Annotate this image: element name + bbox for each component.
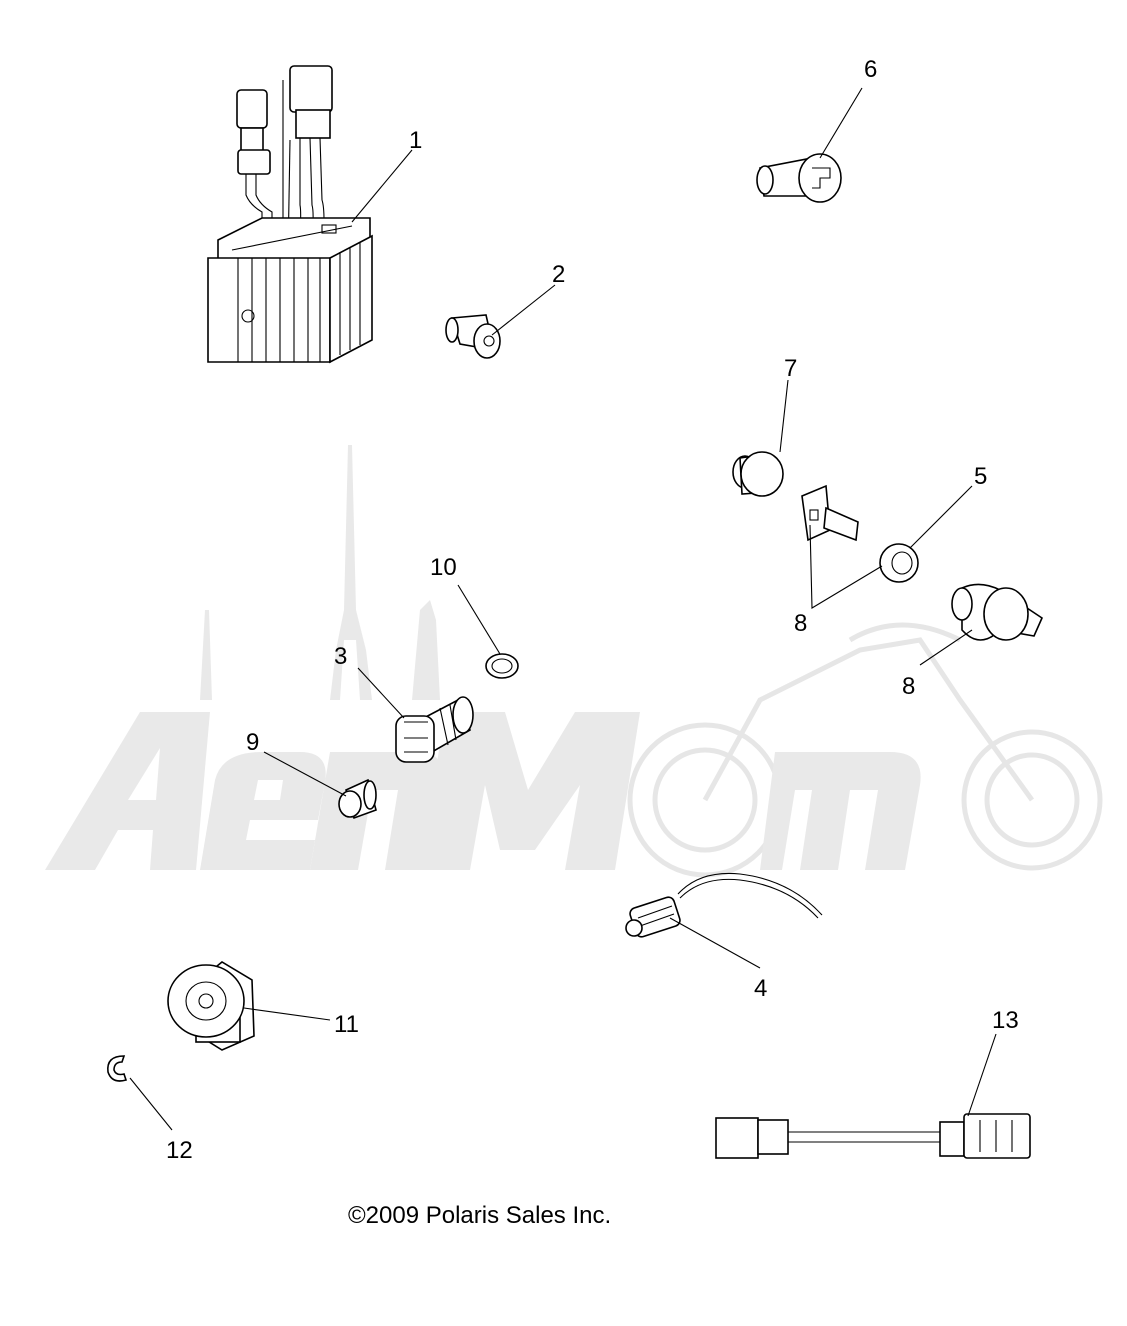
callout-1: 1 bbox=[409, 127, 422, 154]
callout-10: 10 bbox=[430, 554, 457, 581]
callout-labels: 1 2 3 4 5 6 7 8 8 9 10 11 12 13 bbox=[166, 56, 1019, 1164]
callout-4: 4 bbox=[754, 975, 767, 1002]
part-button-7 bbox=[732, 451, 784, 497]
part-switch-8 bbox=[801, 484, 1044, 641]
callout-9: 9 bbox=[246, 729, 259, 756]
callout-5: 5 bbox=[974, 463, 987, 490]
callout-7: 7 bbox=[784, 355, 797, 382]
part-clip-12 bbox=[107, 1055, 128, 1082]
callout-8-switch: 8 bbox=[902, 673, 915, 700]
part-speed-sensor-4 bbox=[625, 872, 823, 938]
callout-11: 11 bbox=[334, 1011, 359, 1038]
watermark bbox=[45, 445, 1103, 878]
copyright-notice: ©2009 Polaris Sales Inc. bbox=[348, 1202, 612, 1229]
callout-8-terminal: 8 bbox=[794, 610, 807, 637]
part-washer-10 bbox=[485, 653, 519, 679]
part-screw-2 bbox=[445, 314, 501, 359]
callout-13: 13 bbox=[992, 1007, 1019, 1034]
callout-2: 2 bbox=[552, 261, 565, 288]
part-sensor-3 bbox=[395, 696, 474, 763]
part-cap-6 bbox=[756, 153, 842, 203]
part-bolt-9 bbox=[338, 778, 377, 820]
callout-6: 6 bbox=[864, 56, 877, 83]
leader-lines bbox=[129, 87, 997, 1131]
part-nut-5 bbox=[879, 543, 919, 583]
part-voltage-regulator bbox=[207, 65, 373, 364]
part-harness-13 bbox=[715, 1113, 1031, 1159]
part-knock-sensor-11 bbox=[167, 961, 255, 1051]
callout-12: 12 bbox=[166, 1137, 193, 1164]
callout-3: 3 bbox=[334, 643, 347, 670]
